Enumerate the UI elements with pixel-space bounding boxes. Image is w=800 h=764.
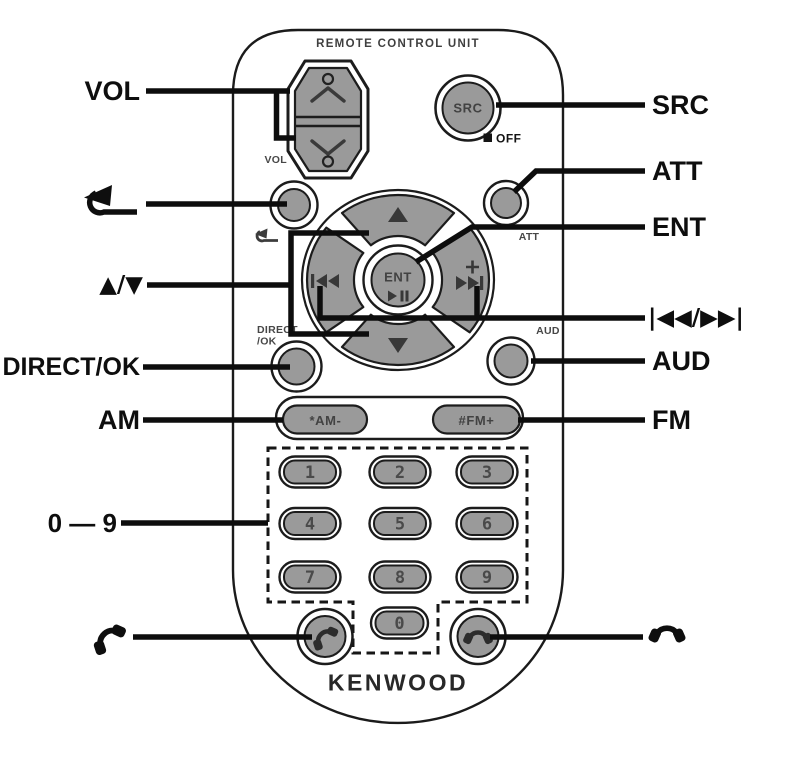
off-square-icon	[483, 133, 492, 142]
fm-button-text: #FM+	[459, 413, 495, 428]
digit-button-4[interactable]: 4	[278, 506, 342, 541]
down-arrow-icon	[388, 338, 408, 353]
vol-button-label: VOL	[265, 154, 288, 166]
digit-1-key[interactable]	[283, 459, 337, 485]
am-button-text: *AM-	[309, 413, 341, 428]
digit-6-text: 6	[482, 515, 492, 535]
src-button[interactable]: SRC	[434, 74, 502, 142]
callout-line-vol	[146, 88, 296, 141]
callout-line-ent	[414, 224, 645, 265]
callout-label-direct-ok: DIRECT/OK	[3, 353, 141, 381]
callout-label-seek: |◀◀/▶▶|	[648, 305, 744, 331]
callout-label-digits: 0 — 9	[48, 508, 117, 538]
play-pause-icon	[388, 290, 409, 302]
callout-label-att: ATT	[652, 156, 703, 186]
digit-button-1[interactable]: 1	[278, 455, 342, 489]
src-button-key[interactable]	[441, 81, 495, 135]
next-track-icon	[456, 260, 484, 290]
digit-button-0[interactable]: 0	[369, 606, 430, 640]
off-label: OFF	[483, 132, 522, 146]
return-icon	[255, 228, 278, 243]
direct-ok-label-line1: DIRECT	[257, 324, 298, 336]
up-arrow-icon	[388, 207, 408, 222]
callout-label-vol: VOL	[84, 76, 140, 106]
digit-3-key[interactable]	[460, 459, 514, 485]
digit-7-key[interactable]	[283, 564, 337, 590]
digit-button-9[interactable]: 9	[455, 560, 519, 594]
vol-down-dot-icon	[321, 155, 335, 168]
digit-0-key[interactable]	[374, 610, 425, 636]
callout-label-src: SRC	[652, 90, 709, 120]
keypad-outline	[266, 446, 529, 655]
remote-title: REMOTE CONTROL UNIT	[316, 38, 480, 50]
src-button-text: SRC	[453, 101, 482, 116]
digit-button-8[interactable]: 8	[368, 560, 432, 594]
aud-button-label: AUD	[536, 325, 560, 337]
keypad: 1 2 3 4 5 6 7 8 9	[278, 455, 519, 594]
callout-label-ent: ENT	[652, 212, 707, 242]
aud-button-key[interactable]	[493, 343, 529, 379]
fm-button[interactable]: #FM+	[431, 404, 522, 435]
digit-1-text: 1	[305, 463, 315, 483]
brand-logo: KENWOOD	[328, 670, 468, 696]
digit-8-key[interactable]	[373, 564, 427, 590]
digit-5-text: 5	[395, 515, 405, 535]
digit-3-text: 3	[482, 463, 492, 483]
digit-0-text: 0	[394, 614, 404, 634]
digit-2-text: 2	[395, 463, 405, 483]
callout-label-am: AM	[98, 405, 140, 435]
prev-track-icon	[311, 274, 339, 288]
digit-button-2[interactable]: 2	[368, 455, 432, 489]
digit-button-3[interactable]: 3	[455, 455, 519, 489]
direct-ok-label-line2: /OK	[257, 336, 277, 348]
att-button-key[interactable]	[490, 187, 522, 219]
aud-button[interactable]	[486, 336, 536, 386]
digit-9-text: 9	[482, 568, 492, 588]
phone-end-callout-icon	[648, 625, 686, 643]
digit-button-5[interactable]: 5	[368, 506, 432, 541]
digit-button-7[interactable]: 7	[278, 560, 342, 594]
off-label-text: OFF	[496, 132, 522, 146]
am-button[interactable]: *AM-	[281, 404, 369, 435]
phone-answer-icon	[313, 626, 339, 651]
phone-answer-button[interactable]	[296, 607, 354, 666]
vol-up-chevron-icon	[310, 86, 346, 103]
callout-line-att	[512, 168, 645, 194]
volume-rocker[interactable]	[286, 59, 370, 180]
volume-rocker-key[interactable]	[293, 66, 363, 173]
phone-answer-callout-icon	[93, 624, 126, 656]
callout-label-aud: AUD	[652, 346, 711, 376]
ent-button-text: ENT	[384, 270, 412, 285]
callout-line-updown	[147, 230, 369, 337]
digit-7-text: 7	[305, 568, 315, 588]
callout-line-seek	[317, 286, 645, 321]
return-callout-icon	[84, 185, 137, 216]
ent-button[interactable]: ENT	[362, 244, 434, 316]
plus-icon	[466, 260, 479, 274]
digit-9-key[interactable]	[460, 564, 514, 590]
vol-down-chevron-icon	[310, 139, 346, 156]
digit-2-key[interactable]	[373, 459, 427, 485]
digit-4-text: 4	[305, 515, 315, 535]
callout-label-updown: ▲/▼	[99, 272, 143, 298]
callout-label-fm: FM	[652, 405, 691, 435]
digit-6-key[interactable]	[460, 511, 514, 536]
ent-button-key[interactable]	[370, 252, 426, 308]
digit-button-6[interactable]: 6	[455, 506, 519, 541]
callout-lines	[121, 88, 645, 640]
att-button-label: ATT	[519, 231, 540, 243]
vol-up-dot-icon	[321, 72, 335, 86]
digit-8-text: 8	[395, 568, 405, 588]
digit-5-key[interactable]	[373, 511, 427, 536]
digit-4-key[interactable]	[283, 511, 337, 536]
